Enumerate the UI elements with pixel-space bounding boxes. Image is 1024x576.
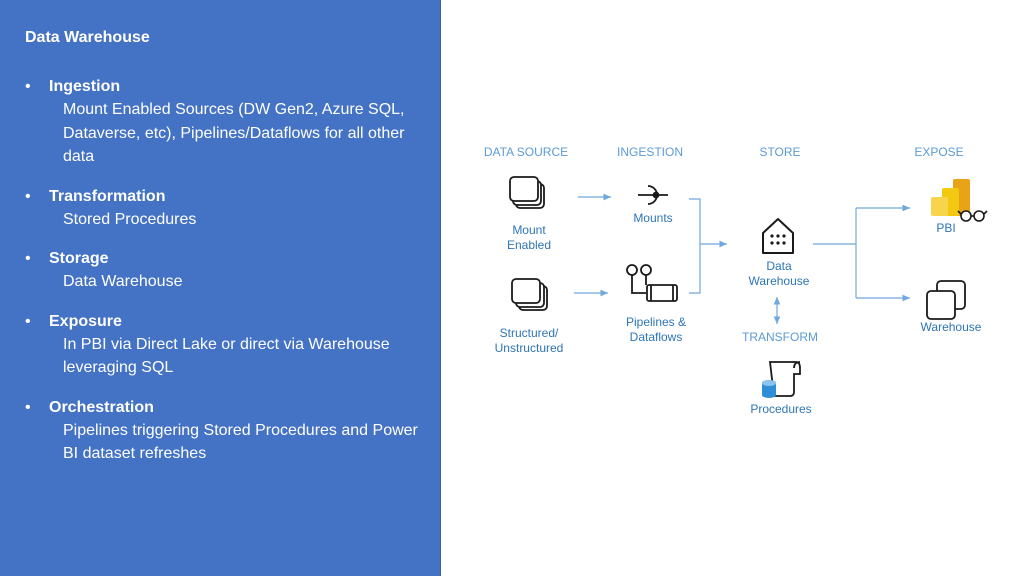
ingestion-bracket (689, 198, 701, 294)
bullet-text: In PBI via Direct Lake or direct via War… (63, 335, 390, 377)
bullet-dot: • (25, 312, 31, 330)
bullet-heading: Transformation (49, 187, 166, 205)
architecture-diagram: DATA SOURCE INGESTION STORE EXPOSE TRANS… (441, 0, 1024, 576)
bullet-dot: • (25, 78, 31, 95)
header-store: STORE (759, 145, 800, 159)
bullet-heading: Ingestion (49, 78, 121, 95)
bullet-dot: • (25, 398, 31, 416)
header-transform: TRANSFORM (742, 330, 818, 344)
powerbi-icon (931, 179, 970, 216)
warehouse-icon (762, 218, 794, 254)
label-warehouse-store-2: Warehouse (749, 274, 810, 288)
label-pbi: PBI (936, 221, 955, 235)
label-structured-2: Unstructured (495, 341, 564, 355)
bullet-text: Pipelines triggering Stored Procedures a… (63, 421, 418, 463)
label-mount-enabled-1: Mount (512, 223, 546, 237)
label-mount-enabled-2: Enabled (507, 238, 551, 252)
header-ingestion: INGESTION (617, 145, 683, 159)
label-mounts: Mounts (633, 211, 672, 225)
bullet-text: Mount Enabled Sources (DW Gen2, Azure SQ… (63, 101, 405, 165)
bullet-dot: • (25, 250, 31, 267)
bullet-heading: Storage (49, 250, 109, 267)
panel-title: Data Warehouse (25, 29, 150, 46)
label-procedures: Procedures (750, 402, 811, 416)
label-pipelines-1: Pipelines & (626, 315, 686, 329)
label-warehouse-store-1: Data (766, 259, 792, 273)
pipeline-icon (626, 264, 678, 302)
stacked-squares-icon (511, 278, 548, 311)
label-pipelines-2: Dataflows (630, 330, 683, 344)
bullet-text: Data Warehouse (63, 273, 183, 290)
mount-icon (638, 185, 668, 205)
stacked-squares-icon (509, 176, 545, 209)
label-warehouse-expose: Warehouse (921, 320, 982, 334)
header-data-source: DATA SOURCE (484, 145, 568, 159)
glasses-icon (957, 210, 988, 222)
bullet-text: Stored Procedures (63, 210, 197, 228)
bullet-heading: Orchestration (49, 398, 154, 416)
bullet-dot: • (25, 187, 31, 205)
bullet-heading: Exposure (49, 312, 122, 330)
warehouse-item-icon (926, 280, 966, 320)
bullet-item-exposure: • Exposure In PBI via Direct Lake or direc… (25, 310, 435, 380)
header-expose: EXPOSE (914, 145, 963, 159)
procedures-icon (762, 361, 801, 398)
label-structured-1: Structured/ (500, 326, 559, 340)
